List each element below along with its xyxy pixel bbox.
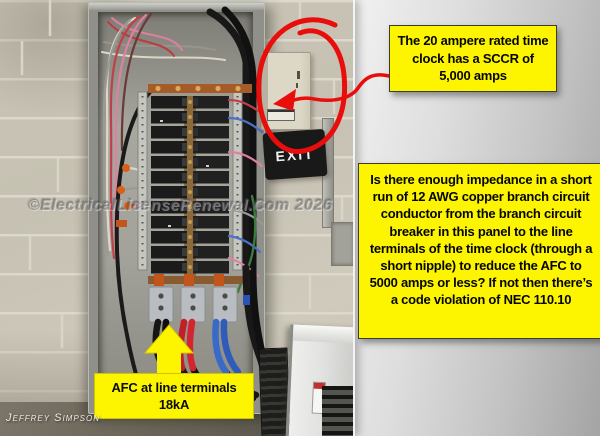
blue-tape	[243, 295, 250, 305]
slotted-angle	[322, 386, 353, 436]
wire-nuts	[116, 164, 132, 227]
electrical-panel-photo: EXIT AFC at line terminals 18kA ©Electri…	[0, 0, 355, 436]
up-arrow-icon	[143, 324, 195, 377]
watermark: ©ElectricalLicenseRenewal.Com 2026	[28, 197, 333, 214]
left-black-cable	[114, 90, 152, 398]
afc-callout-line2: 18kA	[158, 396, 190, 412]
wall-joints	[20, 0, 344, 348]
junction-box	[331, 222, 353, 266]
neutral-bars	[137, 91, 243, 271]
sccr-callout: The 20 ampere rated time clock has a SCC…	[389, 25, 557, 92]
main-lugs	[148, 274, 252, 323]
afc-callout-line1: AFC at line terminals	[111, 379, 237, 395]
impedance-callout: Is there enough impedance in a short run…	[358, 163, 600, 339]
afc-arrow-layer	[143, 324, 195, 377]
breaker-stack	[151, 96, 229, 276]
panel-top-rim	[89, 3, 264, 10]
afc-callout: AFC at line terminals 18kA	[94, 373, 254, 419]
photographer-signature: Jeffrey Simpson	[6, 412, 101, 424]
copper-bus	[148, 84, 252, 93]
